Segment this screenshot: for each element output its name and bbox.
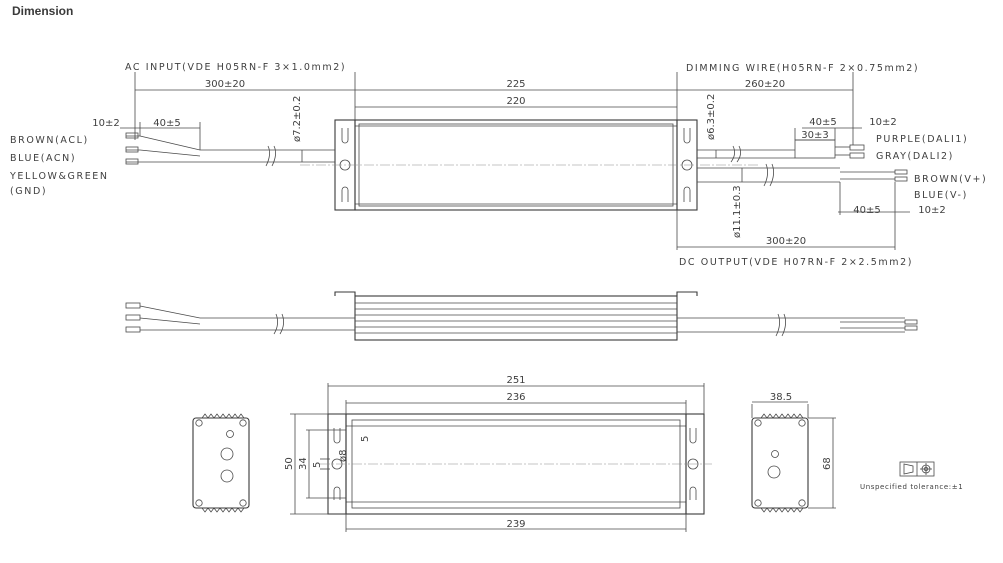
dc-output-label: DC OUTPUT(VDE H07RN-F 2×2.5mm2) — [679, 257, 913, 268]
dim-260: 260±20 — [745, 79, 785, 90]
dim-239: 239 — [506, 519, 525, 530]
yellow-green-label: YELLOW&GREEN — [9, 171, 109, 182]
dim-40-purple: 40±5 — [809, 117, 836, 128]
dim-11-1: ø11.1±0.3 — [732, 185, 743, 238]
dim-40-out: 40±5 — [853, 205, 880, 216]
dim-10-purple: 10±2 — [869, 117, 896, 128]
dim-300-out: 300±20 — [766, 236, 806, 247]
dim-300-ac: 300±20 — [205, 79, 245, 90]
purple-dali1-label: PURPLE(DALI1) — [876, 134, 968, 145]
dim-50: 50 — [284, 457, 295, 470]
dim-40-left: 40±5 — [153, 118, 180, 129]
dim-10-left: 10±2 — [92, 118, 119, 129]
brown-vplus-label: BROWN(V+) — [914, 174, 987, 185]
dim-68: 68 — [822, 457, 833, 470]
page-title: Dimension — [12, 4, 74, 18]
blue-vminus-label: BLUE(V-) — [914, 190, 968, 201]
right-end-view — [751, 401, 836, 513]
dim-34: 34 — [298, 457, 309, 470]
dim-38-5: 38.5 — [770, 392, 792, 403]
dimming-wire-label: DIMMING WIRE(H05RN-F 2×0.75mm2) — [686, 63, 919, 74]
bottom-view — [290, 383, 712, 532]
dim-225: 225 — [506, 79, 525, 90]
dim-30: 30±3 — [801, 130, 828, 141]
side-view — [125, 291, 918, 341]
projection-symbol-icon — [899, 461, 935, 477]
gray-dali2-label: GRAY(DALI2) — [876, 151, 954, 162]
dim-10-out: 10±2 — [918, 205, 945, 216]
blue-acn-label: BLUE(ACN) — [10, 153, 76, 164]
dim-220: 220 — [506, 96, 525, 107]
ac-input-label: AC INPUT(VDE H05RN-F 3×1.0mm2) — [125, 62, 346, 73]
dim-5a: 5 — [312, 462, 323, 468]
left-end-view — [192, 413, 250, 513]
top-dimensions — [120, 72, 910, 250]
top-view — [125, 119, 908, 211]
dim-8: ø8 — [338, 450, 349, 462]
brown-acl-label: BROWN(ACL) — [10, 135, 89, 146]
dim-5b: 5 — [360, 436, 371, 442]
gnd-label: (GND) — [10, 186, 47, 197]
dim-6-3: ø6.3±0.2 — [706, 94, 717, 140]
tolerance-note: Unspecified tolerance:±1 — [860, 483, 963, 491]
dim-236: 236 — [506, 392, 525, 403]
dim-251: 251 — [506, 375, 525, 386]
dim-7-2: ø7.2±0.2 — [292, 96, 303, 142]
